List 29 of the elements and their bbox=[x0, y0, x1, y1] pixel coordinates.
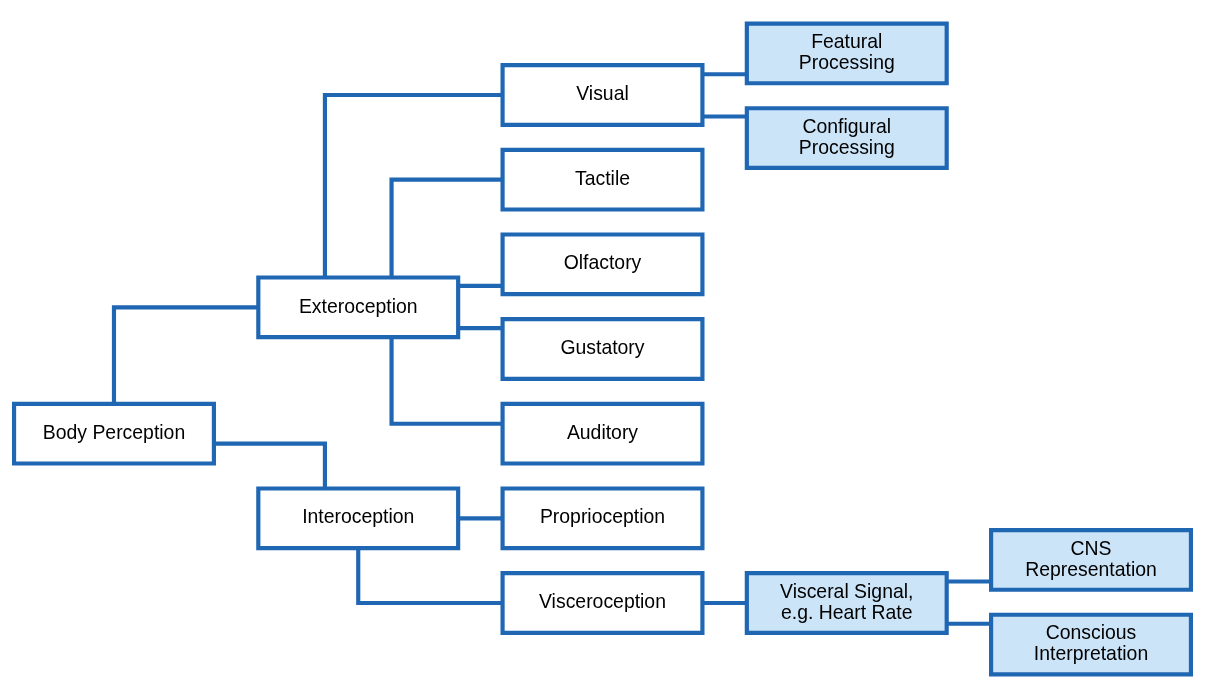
node-box: Proprioception bbox=[500, 485, 705, 550]
connector bbox=[356, 547, 503, 605]
node-box: Gustatory bbox=[500, 316, 705, 381]
connector bbox=[389, 336, 502, 426]
node-box: Tactile bbox=[500, 147, 705, 212]
node-box: Visceral Signal, e.g. Heart Rate bbox=[744, 570, 949, 635]
node-box: Configural Processing bbox=[744, 105, 949, 170]
connector bbox=[702, 600, 747, 605]
connector bbox=[702, 71, 747, 76]
node-box: Auditory bbox=[500, 401, 705, 466]
node-box: Olfactory bbox=[500, 231, 705, 296]
connector bbox=[389, 177, 502, 277]
connector bbox=[458, 515, 503, 520]
connector bbox=[458, 325, 503, 330]
node-box: Interoception bbox=[256, 485, 461, 550]
connector bbox=[946, 578, 991, 584]
node-box: Body Perception bbox=[12, 401, 216, 466]
node-box: CNS Representation bbox=[989, 527, 1193, 592]
connector bbox=[322, 92, 503, 277]
node-box: Visceroception bbox=[500, 570, 705, 635]
node-box: Exteroception bbox=[256, 274, 461, 339]
connector bbox=[111, 304, 259, 404]
node-box: Visual bbox=[500, 62, 705, 127]
connector bbox=[702, 113, 747, 119]
node-box: Conscious Interpretation bbox=[989, 612, 1193, 677]
connector bbox=[458, 283, 503, 288]
connector bbox=[214, 441, 327, 488]
node-box: Featural Processing bbox=[744, 20, 949, 85]
connector bbox=[946, 621, 991, 626]
